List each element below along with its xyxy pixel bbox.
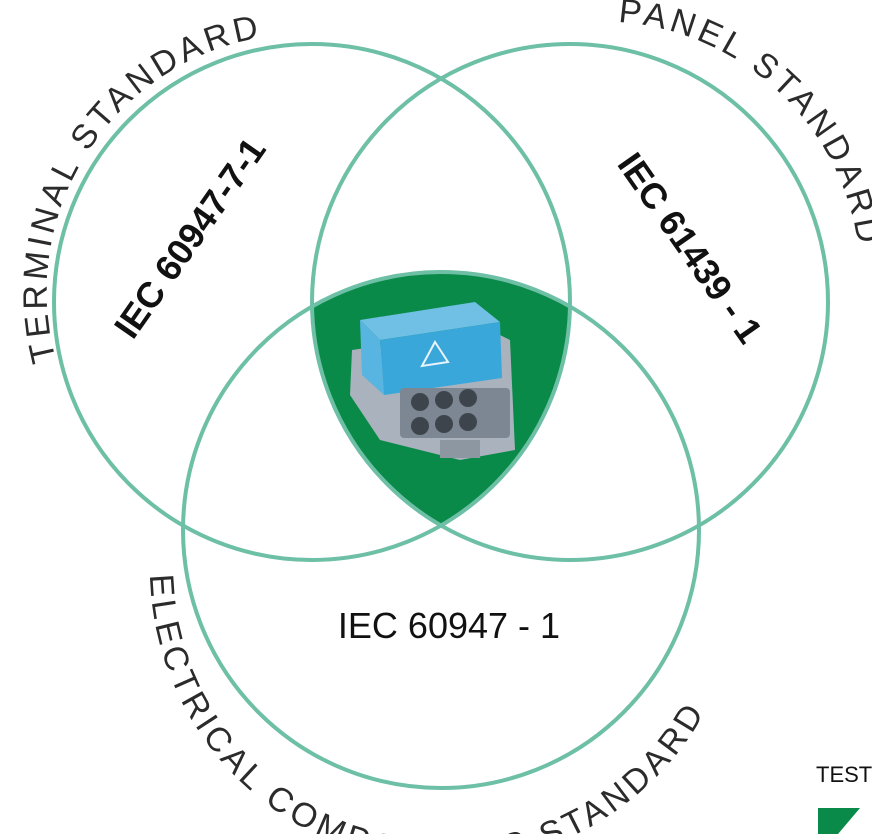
electrical-standard-label: IEC 60947 - 1	[338, 605, 560, 646]
terminal-standard-circle	[52, 42, 572, 562]
distribution-block-image	[350, 302, 515, 460]
side-label: TEST	[816, 762, 872, 787]
logo-arrow-icon	[818, 808, 860, 834]
panel-standard-circle	[310, 42, 830, 562]
panel-standard-label: IEC 61439 - 1	[610, 145, 771, 350]
electrical-standard-circle	[181, 270, 701, 790]
terminal-standard-label: IEC 60947-7-1	[106, 130, 274, 345]
